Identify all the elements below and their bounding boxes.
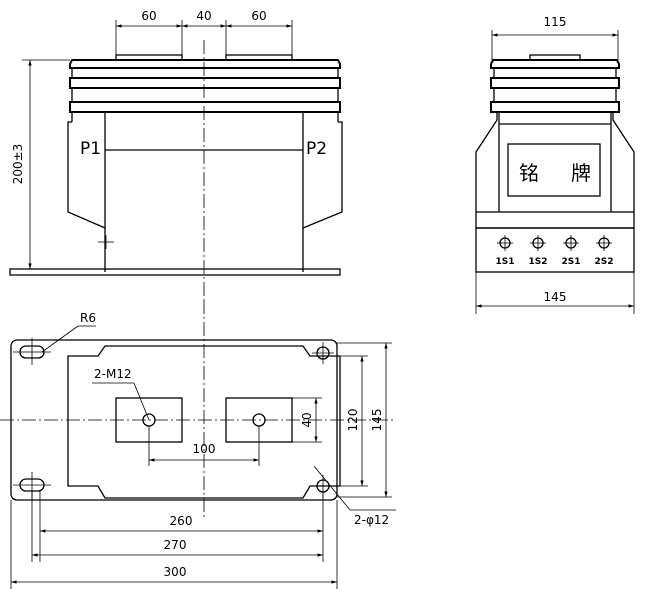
front-flanges [69,59,341,113]
side-bottom-dimension: 145 [475,272,635,314]
dim-40: 40 [196,9,211,23]
dim-120-vertical: 120 [346,409,360,432]
label-2-m12: 2-M12 [94,367,132,381]
side-view: 115 铭 牌 [475,15,635,314]
secondary-terminal-box: 1S1 1S2 2S1 2S2 [475,211,635,273]
terminal-2s1 [563,235,579,251]
dim-260: 260 [170,514,193,528]
nameplate-char-2: 牌 [571,161,591,185]
dim-60-left: 60 [141,9,156,23]
plan-view: R6 2-M12 100 40 120 [0,300,396,589]
front-view: 60 40 60 P1 P2 [9,9,343,300]
label-r6: R6 [80,311,96,325]
label-2-phi12: 2-φ12 [354,513,389,527]
dim-100: 100 [193,442,216,456]
nameplate [507,143,601,197]
r6-callout: R6 [41,311,96,353]
dim-100-group: 100 [148,426,260,466]
dim-115: 115 [544,15,567,29]
dim-40-vertical: 40 [300,412,314,427]
dim-270-group: 270 [31,490,323,562]
front-body [67,112,343,272]
m12-callout: 2-M12 [92,367,150,421]
label-2s1: 2S1 [561,257,580,267]
dim-300: 300 [164,565,187,579]
nameplate-char-1: 铭 [519,161,539,185]
terminal-p1: P1 [80,139,101,159]
front-height-dimension: 200±3 [11,59,70,269]
mounting-slots [13,338,334,500]
dim-200: 200±3 [11,144,25,185]
label-1s1: 1S1 [495,257,514,267]
terminal-1s1 [497,235,513,251]
dim-145-plan: 145 [370,409,384,432]
terminal-1s2 [530,235,546,251]
dim-145-group: 145 [337,342,392,498]
front-base-plate [9,268,341,276]
front-top-dimensions: 60 40 60 [115,9,293,58]
side-flanges [490,59,620,113]
dim-145-side: 145 [544,290,567,304]
dim-260-group: 260 [39,490,324,562]
dim-40-group: 40 [292,397,322,443]
dim-120-group: 120 [340,355,368,487]
phi12-callout: 2-φ12 [313,465,396,527]
dim-300-group: 300 [10,500,338,589]
side-body: 铭 牌 [475,112,635,212]
terminal-2s2 [596,235,612,251]
label-1s2: 1S2 [528,257,547,267]
dim-60-right: 60 [251,9,266,23]
dim-270: 270 [164,538,187,552]
side-top-dimension: 115 [491,15,619,60]
label-2s2: 2S2 [594,257,613,267]
terminal-p2: P2 [306,139,327,159]
